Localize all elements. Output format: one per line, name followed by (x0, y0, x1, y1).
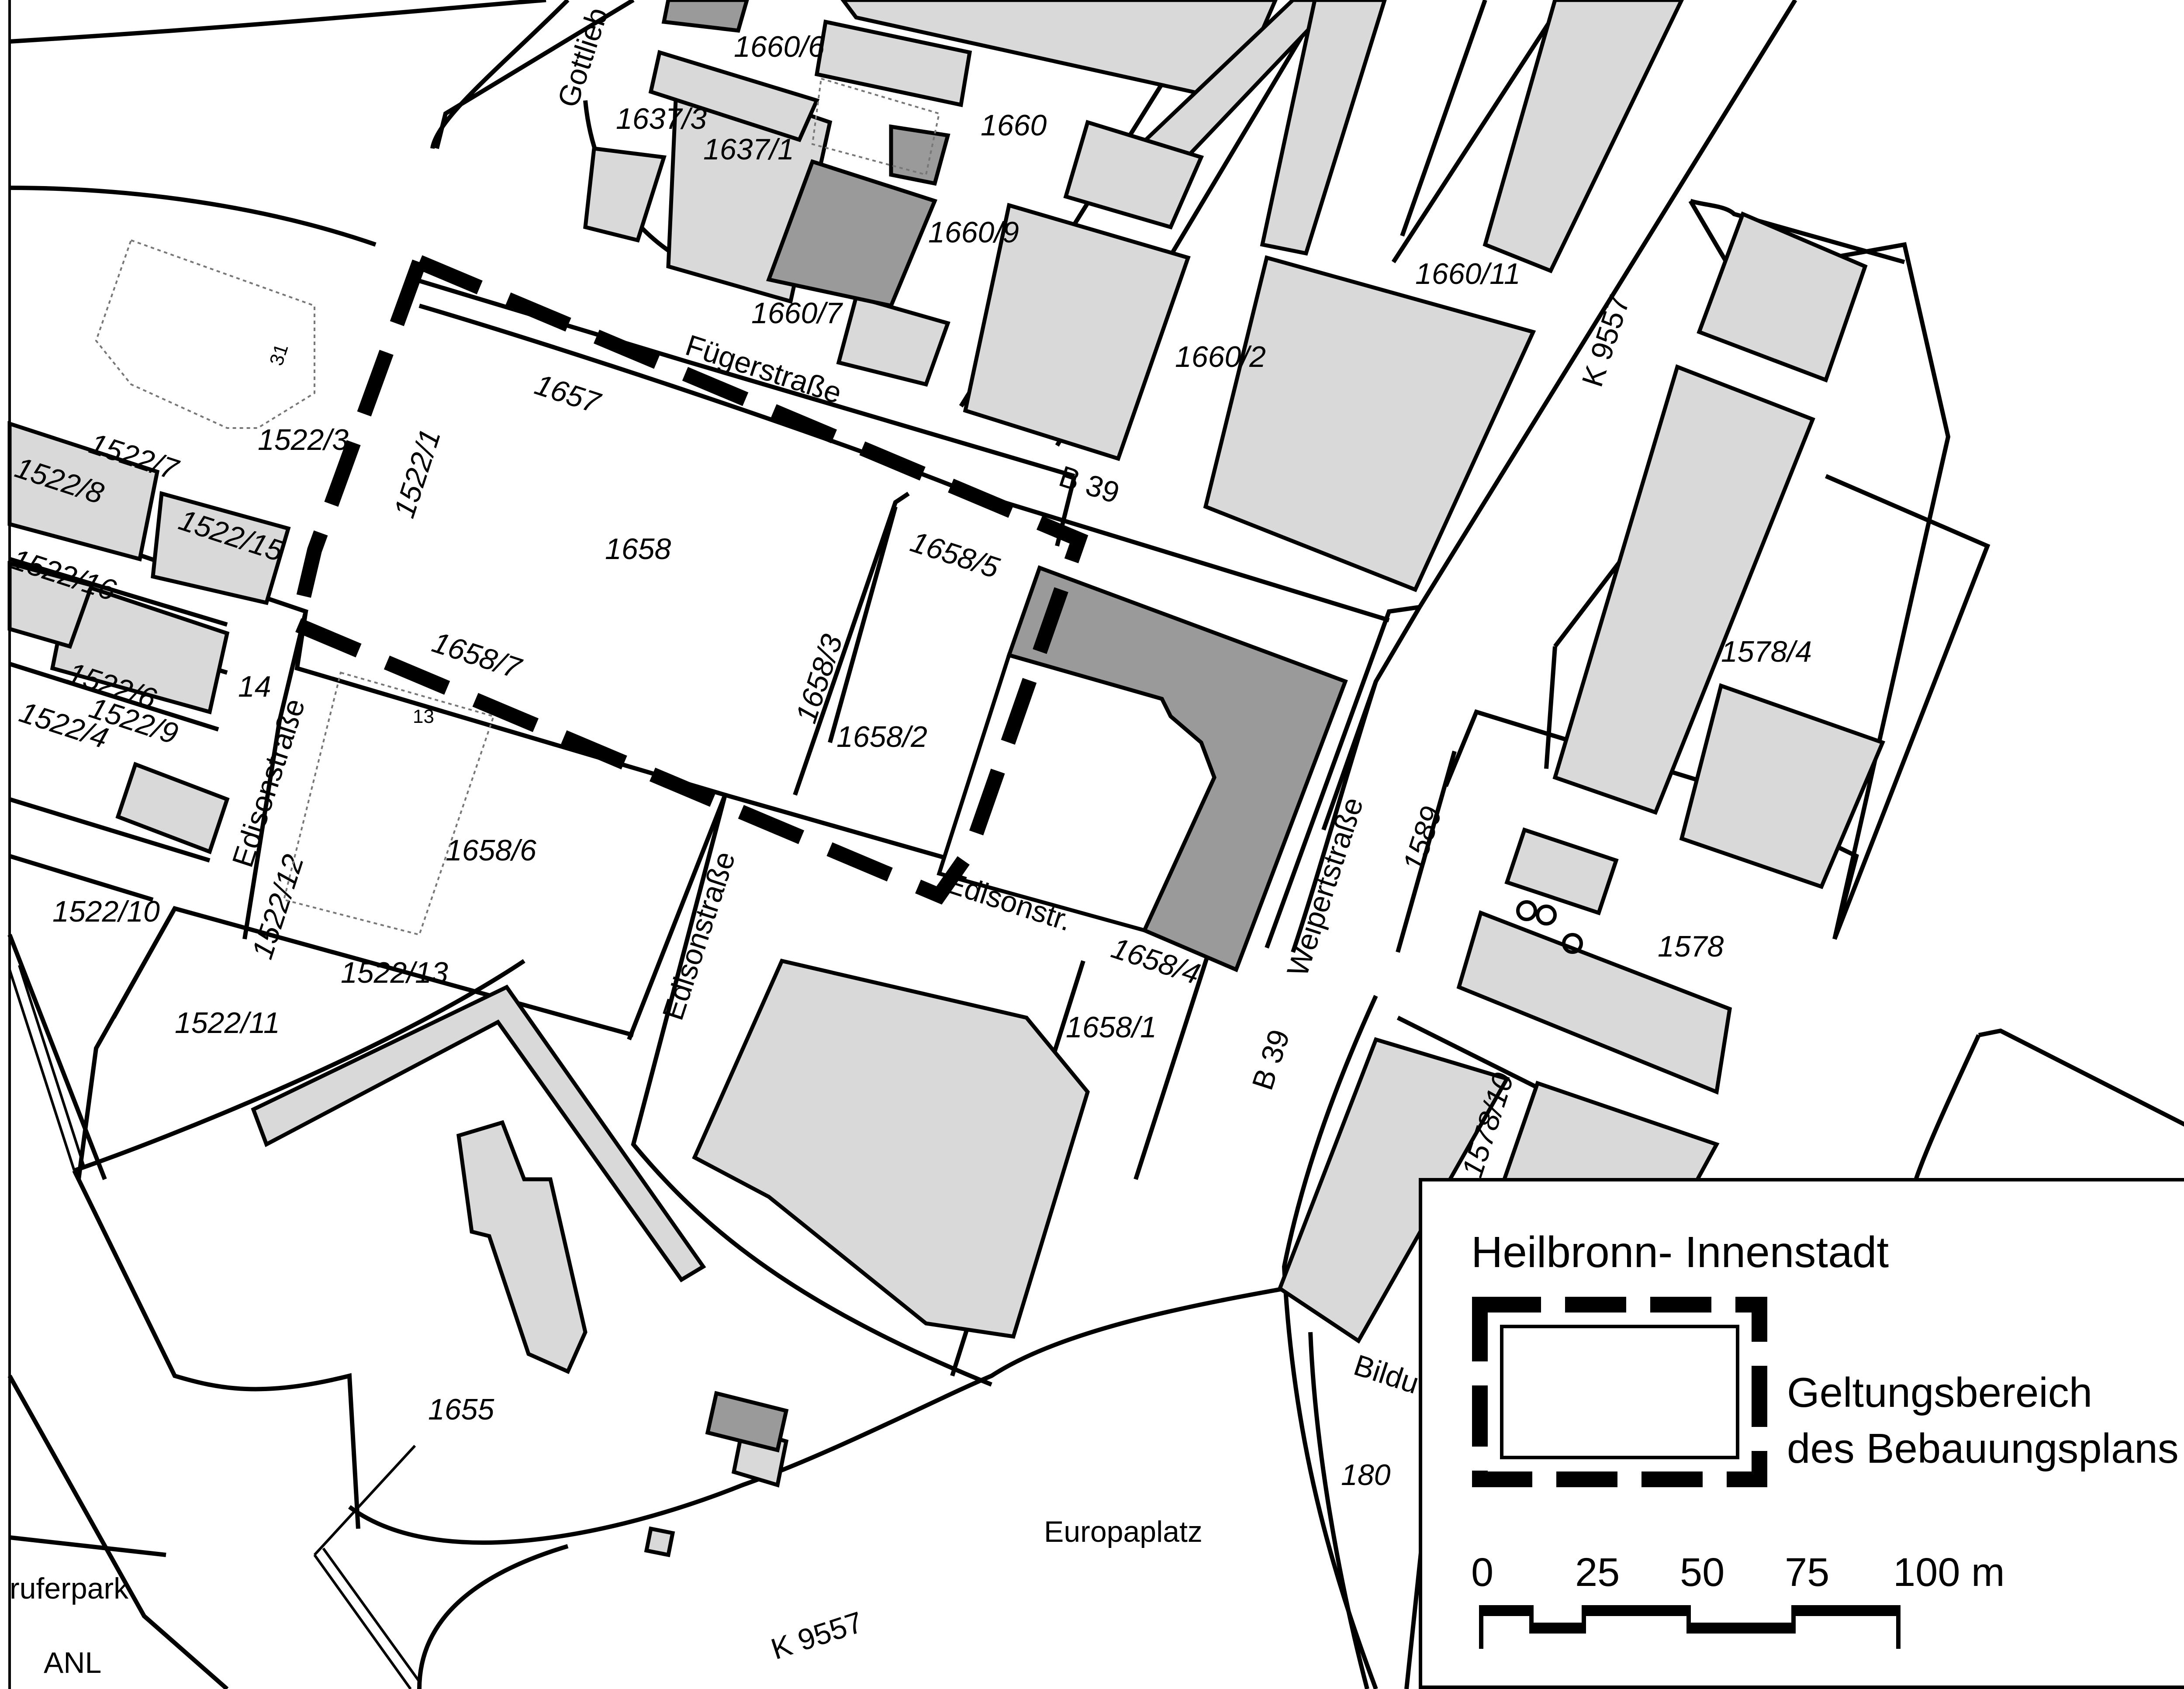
parcel-1522-1: 1522/1 (387, 425, 447, 522)
legend-description-line1: Geltungsbereich (1787, 1369, 2093, 1416)
label-anl: ANL (44, 1646, 101, 1679)
street-b39-north: B 39 (1055, 459, 1123, 510)
parcel-1658-5: 1658/5 (906, 525, 1003, 585)
scale-label-50: 50 (1680, 1550, 1725, 1595)
scale-label-0: 0 (1471, 1550, 1494, 1595)
scale-label-25: 25 (1575, 1550, 1620, 1595)
parcel-1660-9: 1660/9 (928, 216, 1019, 249)
parcel-1522-10: 1522/10 (52, 895, 160, 928)
parcel-1660-6: 1660/6 (734, 30, 825, 63)
parcel-1660: 1660 (981, 109, 1047, 142)
parcel-1655: 1655 (428, 1393, 494, 1426)
scale-label-100: 100 m (1893, 1550, 2005, 1595)
parcel-1660-7: 1660/7 (751, 297, 843, 330)
parcel-1658-7: 1658/7 (428, 625, 525, 685)
parcel-14: 14 (238, 670, 271, 703)
parcel-1522-11: 1522/11 (175, 1006, 280, 1040)
buildings-light (7, 0, 1886, 1558)
legend-title: Heilbronn- Innenstadt (1471, 1228, 1889, 1277)
street-b39-south: B 39 (1246, 1026, 1296, 1094)
scale-label-75: 75 (1785, 1550, 1830, 1595)
parcel-1522-13: 1522/13 (341, 956, 448, 989)
parcel-1637-3: 1637/3 (616, 102, 707, 135)
boundary-symbol (1472, 1297, 1767, 1487)
house-number-31: 31 (266, 341, 293, 368)
street-europaplatz: Europaplatz (1044, 1515, 1203, 1548)
street-k9557-south: K 9557 (767, 1605, 867, 1666)
parcel-1657: 1657 (531, 368, 605, 420)
parcel-1578-4: 1578/4 (1721, 635, 1812, 668)
parcel-1660-11: 1660/11 (1415, 257, 1521, 290)
parcel-1637-1: 1637/1 (703, 133, 794, 166)
street-gottlieb: Gottlieb (551, 3, 615, 111)
street-edisonstrasse-west: Edisonstraße (226, 694, 311, 871)
parcel-1658-2: 1658/2 (836, 720, 927, 753)
plan-boundary (288, 255, 1089, 905)
railway-line (8, 965, 421, 1689)
parcel-1658-6: 1658/6 (446, 834, 536, 867)
parcel-1522-3: 1522/3 (258, 423, 349, 456)
dotted-outlines (95, 77, 940, 936)
street-bildu: Bildu (1350, 1348, 1423, 1400)
markers (1516, 900, 1583, 954)
scale-bar (1479, 1605, 1901, 1649)
parcel-1660-2: 1660/2 (1175, 340, 1266, 373)
legend-description-line2: des Bebauungsplans (1787, 1425, 2179, 1472)
parcel-1578: 1578 (1658, 930, 1724, 963)
house-number-13: 13 (413, 706, 434, 727)
label-ruferpark: ruferpark (10, 1572, 129, 1605)
parcel-180: 180 (1341, 1458, 1391, 1492)
parcel-1589: 1589 (1396, 802, 1448, 875)
legend-description: Geltungsbereich des Bebauungsplans (1787, 1365, 2179, 1477)
legend-box: Heilbronn- Innenstadt Geltungsbereich de… (1419, 1178, 2184, 1689)
parcel-1658: 1658 (605, 532, 671, 566)
parcel-1658-1: 1658/1 (1066, 1011, 1157, 1044)
